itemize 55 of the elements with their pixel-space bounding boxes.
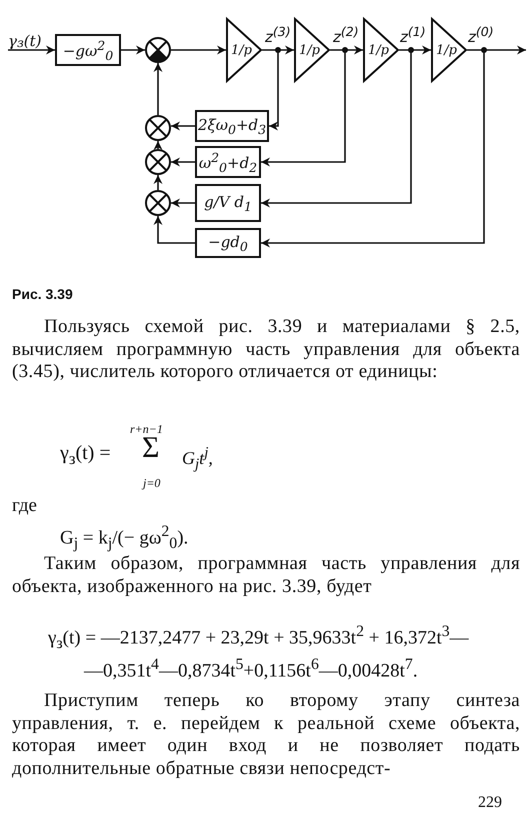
process-box [195, 228, 261, 258]
process-box [195, 110, 269, 142]
arrow [154, 175, 162, 190]
transfer-function: 1/p [231, 42, 252, 58]
integrator-triangle [431, 18, 467, 82]
transfer-function: −gd$_{0}$ [208, 232, 248, 254]
transfer-function: ω$^{2}$$_{0}$+d$_{2}$ [198, 150, 258, 174]
arrow [261, 50, 485, 248]
arrow [261, 50, 346, 166]
signal-label: z$^{(1)}$ [400, 24, 426, 46]
transfer-function: g/V d$_{1}$ [204, 192, 252, 214]
figure-caption: Рис. 3.39 [12, 286, 73, 302]
summing-junction [145, 190, 171, 216]
arrow [154, 141, 162, 150]
arrow [269, 50, 279, 130]
signal-label: z$^{(0)}$ [468, 24, 494, 46]
summing-junction [145, 115, 171, 141]
arrow [262, 46, 294, 54]
arrow [8, 46, 55, 54]
arrow [171, 122, 195, 130]
arrow [171, 198, 195, 208]
arrow [467, 46, 526, 54]
formula: G$_{j}$ = k$_{j}$/(− gω$^{2}$$_{0}$). [60, 523, 188, 554]
process-box [195, 184, 261, 222]
transfer-function: 1/p [368, 42, 389, 58]
arrow [154, 63, 162, 115]
integrator-triangle [226, 18, 262, 82]
paragraph: Таким образом, программная часть управления для объекта, изображенного на рис. 3.39, будет [12, 553, 520, 598]
sum-upper-limit: r+n−1 [130, 422, 163, 437]
page-number: 229 [478, 794, 502, 812]
paragraph: Приступим теперь ко второму этапу синтеза управления, т. е. перейдем к реальной схеме объекта, которая имеет один вход и не позволяет подать дополнительные обратные связи непосредст- [12, 690, 520, 780]
process-box [55, 34, 121, 66]
formula: —0,351t$^{4}$—0,8734t$^{5}$+0,1156t$^{6}$—0,00428t$^{7}$. [84, 656, 418, 682]
arrow [330, 46, 363, 54]
text-line: где [12, 495, 37, 517]
summing-junction [145, 37, 171, 63]
arrow [154, 216, 195, 244]
transfer-function: 1/p [299, 42, 320, 58]
formula: γ$_{з}$(t) = [60, 442, 111, 469]
transfer-function: 1/p [436, 42, 457, 58]
arrow [171, 158, 195, 166]
arrow [261, 50, 412, 208]
arrow [171, 46, 226, 54]
sum-lower-limit: j=0 [143, 476, 160, 491]
formula: G$_{j}$t$^{j}$, [182, 445, 213, 474]
arrow [121, 46, 145, 54]
signal-label: z$^{(3)}$ [265, 24, 291, 46]
integrator-triangle [294, 18, 330, 82]
paragraph: Пользуясь схемой рис. 3.39 и материалами § 2.5, вычисляем программную часть управления для объекта (3.45), числитель которого отличается от единицы: [12, 316, 520, 384]
integrator-triangle [363, 18, 399, 82]
transfer-function: 2ξω$_{0}$+d$_{3}$ [198, 116, 266, 136]
arrow [399, 46, 431, 54]
formula: γ$_{з}$(t) = —2137,2477 + 23,29t + 35,9633t$^{2}$ + 16,372t$^{3}$— [48, 623, 469, 654]
signal-label: z$^{(2)}$ [333, 24, 359, 46]
summing-junction [145, 149, 171, 175]
